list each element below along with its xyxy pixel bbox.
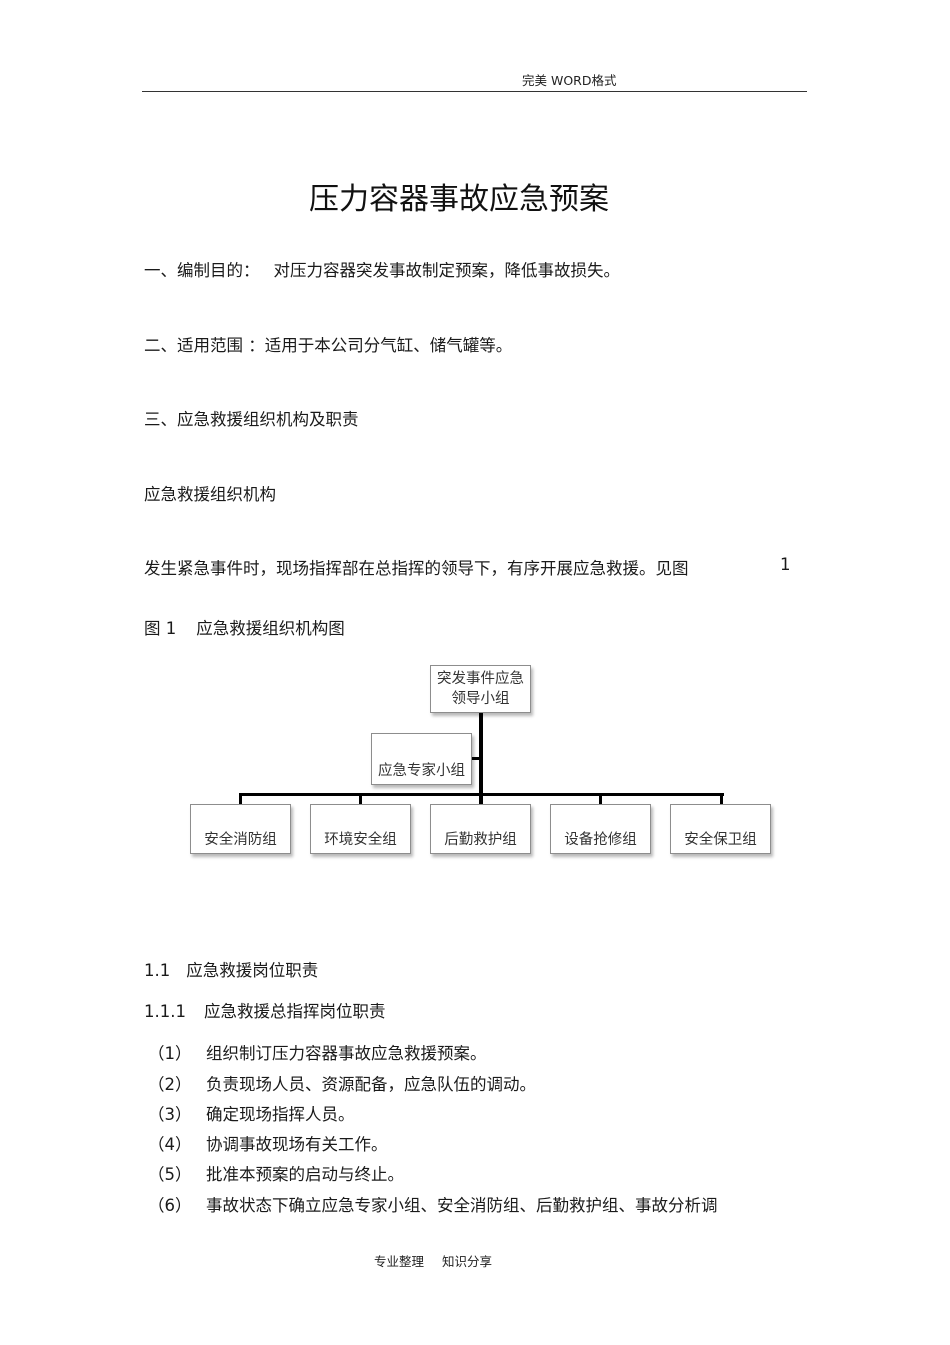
org-node-equipment-repair: 设备抢修组: [550, 804, 651, 854]
org-node-logistics-rescue: 后勤救护组: [430, 804, 531, 854]
chart-horizontal-line: [239, 793, 724, 796]
duty-text: 确定现场指挥人员。: [206, 1105, 355, 1124]
duty-item: （1） 组织制订压力容器事故应急救援预案。: [148, 1040, 487, 1064]
footer-right-text: 知识分享: [442, 1254, 493, 1269]
duty-text: 批准本预案的启动与终止。: [206, 1165, 404, 1184]
chart-drop-line: [599, 793, 602, 804]
figure-label: 图 1: [144, 619, 177, 638]
duty-number: （4）: [148, 1135, 192, 1154]
footer-left-text: 专业整理: [374, 1254, 425, 1269]
section-1-1-1-heading: 1.1.1 应急救援总指挥岗位职责: [144, 998, 385, 1022]
duty-item: （6） 事故状态下确立应急专家小组、安全消防组、后勤救护组、事故分析调: [148, 1192, 718, 1216]
node-label-line1: 突发事件应急: [437, 671, 524, 687]
page-footer: 专业整理 知识分享: [374, 1251, 492, 1270]
duty-text: 事故状态下确立应急专家小组、安全消防组、后勤救护组、事故分析调: [206, 1196, 718, 1215]
org-node-security: 安全保卫组: [670, 804, 771, 854]
figure-caption: 图 1 应急救援组织机构图: [144, 615, 345, 639]
node-label: 安全保卫组: [684, 832, 757, 848]
section-number: 1.1: [144, 961, 171, 980]
node-label: 应急专家小组: [378, 763, 465, 779]
node-label-line2: 领导小组: [451, 691, 510, 707]
duty-item: （3） 确定现场指挥人员。: [148, 1101, 355, 1125]
section-content: 适用于本公司分气缸、储气罐等。: [264, 336, 513, 355]
duty-number: （1）: [148, 1044, 192, 1063]
duty-item: （4） 协调事故现场有关工作。: [148, 1131, 388, 1155]
subheading: 应急救援组织机构: [144, 485, 276, 504]
section-number: 1.1.1: [144, 1002, 186, 1021]
node-label: 安全消防组: [204, 832, 277, 848]
org-node-leadership: 突发事件应急 领导小组: [430, 665, 531, 713]
figure-title: 应急救援组织机构图: [196, 619, 345, 638]
chart-drop-line: [720, 793, 723, 804]
section-scope: 二、适用范围 ：适用于本公司分气缸、储气罐等。: [144, 332, 512, 356]
page-header-text: 完美 WORD格式: [522, 73, 617, 88]
duty-item: （2） 负责现场人员、资源配备，应急队伍的调动。: [148, 1071, 536, 1095]
chart-advisor-connector: [471, 757, 481, 760]
section-1-1-heading: 1.1 应急救援岗位职责: [144, 957, 318, 981]
duty-text: 组织制订压力容器事故应急救援预案。: [206, 1044, 487, 1063]
chart-drop-line: [359, 793, 362, 804]
section-label: 三、应急救援组织机构及职责: [144, 410, 359, 429]
duty-number: （5）: [148, 1165, 192, 1184]
chart-drop-line: [239, 793, 242, 804]
header-rule: [142, 91, 807, 92]
chart-spine-line: [479, 713, 483, 804]
duty-item: （5） 批准本预案的启动与终止。: [148, 1161, 404, 1185]
document-title: 压力容器事故应急预案: [309, 182, 609, 217]
duty-number: （2）: [148, 1075, 192, 1094]
section-label: 二、适用范围 ：: [144, 336, 265, 355]
org-node-expert-group: 应急专家小组: [371, 733, 472, 785]
node-label: 设备抢修组: [564, 832, 637, 848]
section-purpose: 一、编制目的： 对压力容器突发事故制定预案，降低事故损失。: [144, 257, 620, 281]
section-title: 应急救援岗位职责: [186, 961, 319, 980]
duty-text: 负责现场人员、资源配备，应急队伍的调动。: [206, 1075, 536, 1094]
org-node-fire-safety: 安全消防组: [190, 804, 291, 854]
section-content: 对压力容器突发事故制定预案，降低事故损失。: [273, 261, 621, 280]
duty-number: （6）: [148, 1196, 192, 1215]
section-organization: 三、应急救援组织机构及职责: [144, 406, 359, 430]
duty-text: 协调事故现场有关工作。: [206, 1135, 388, 1154]
intro-figure-number: 1: [780, 555, 791, 574]
node-label: 后勤救护组: [444, 832, 517, 848]
node-label: 环境安全组: [324, 832, 397, 848]
duty-number: （3）: [148, 1105, 192, 1124]
intro-paragraph: 发生紧急事件时，现场指挥部在总指挥的领导下，有序开展应急救援。见图: [144, 559, 689, 578]
section-label: 一、编制目的：: [144, 261, 260, 280]
org-node-environment: 环境安全组: [310, 804, 411, 854]
section-title: 应急救援总指挥岗位职责: [203, 1002, 386, 1021]
